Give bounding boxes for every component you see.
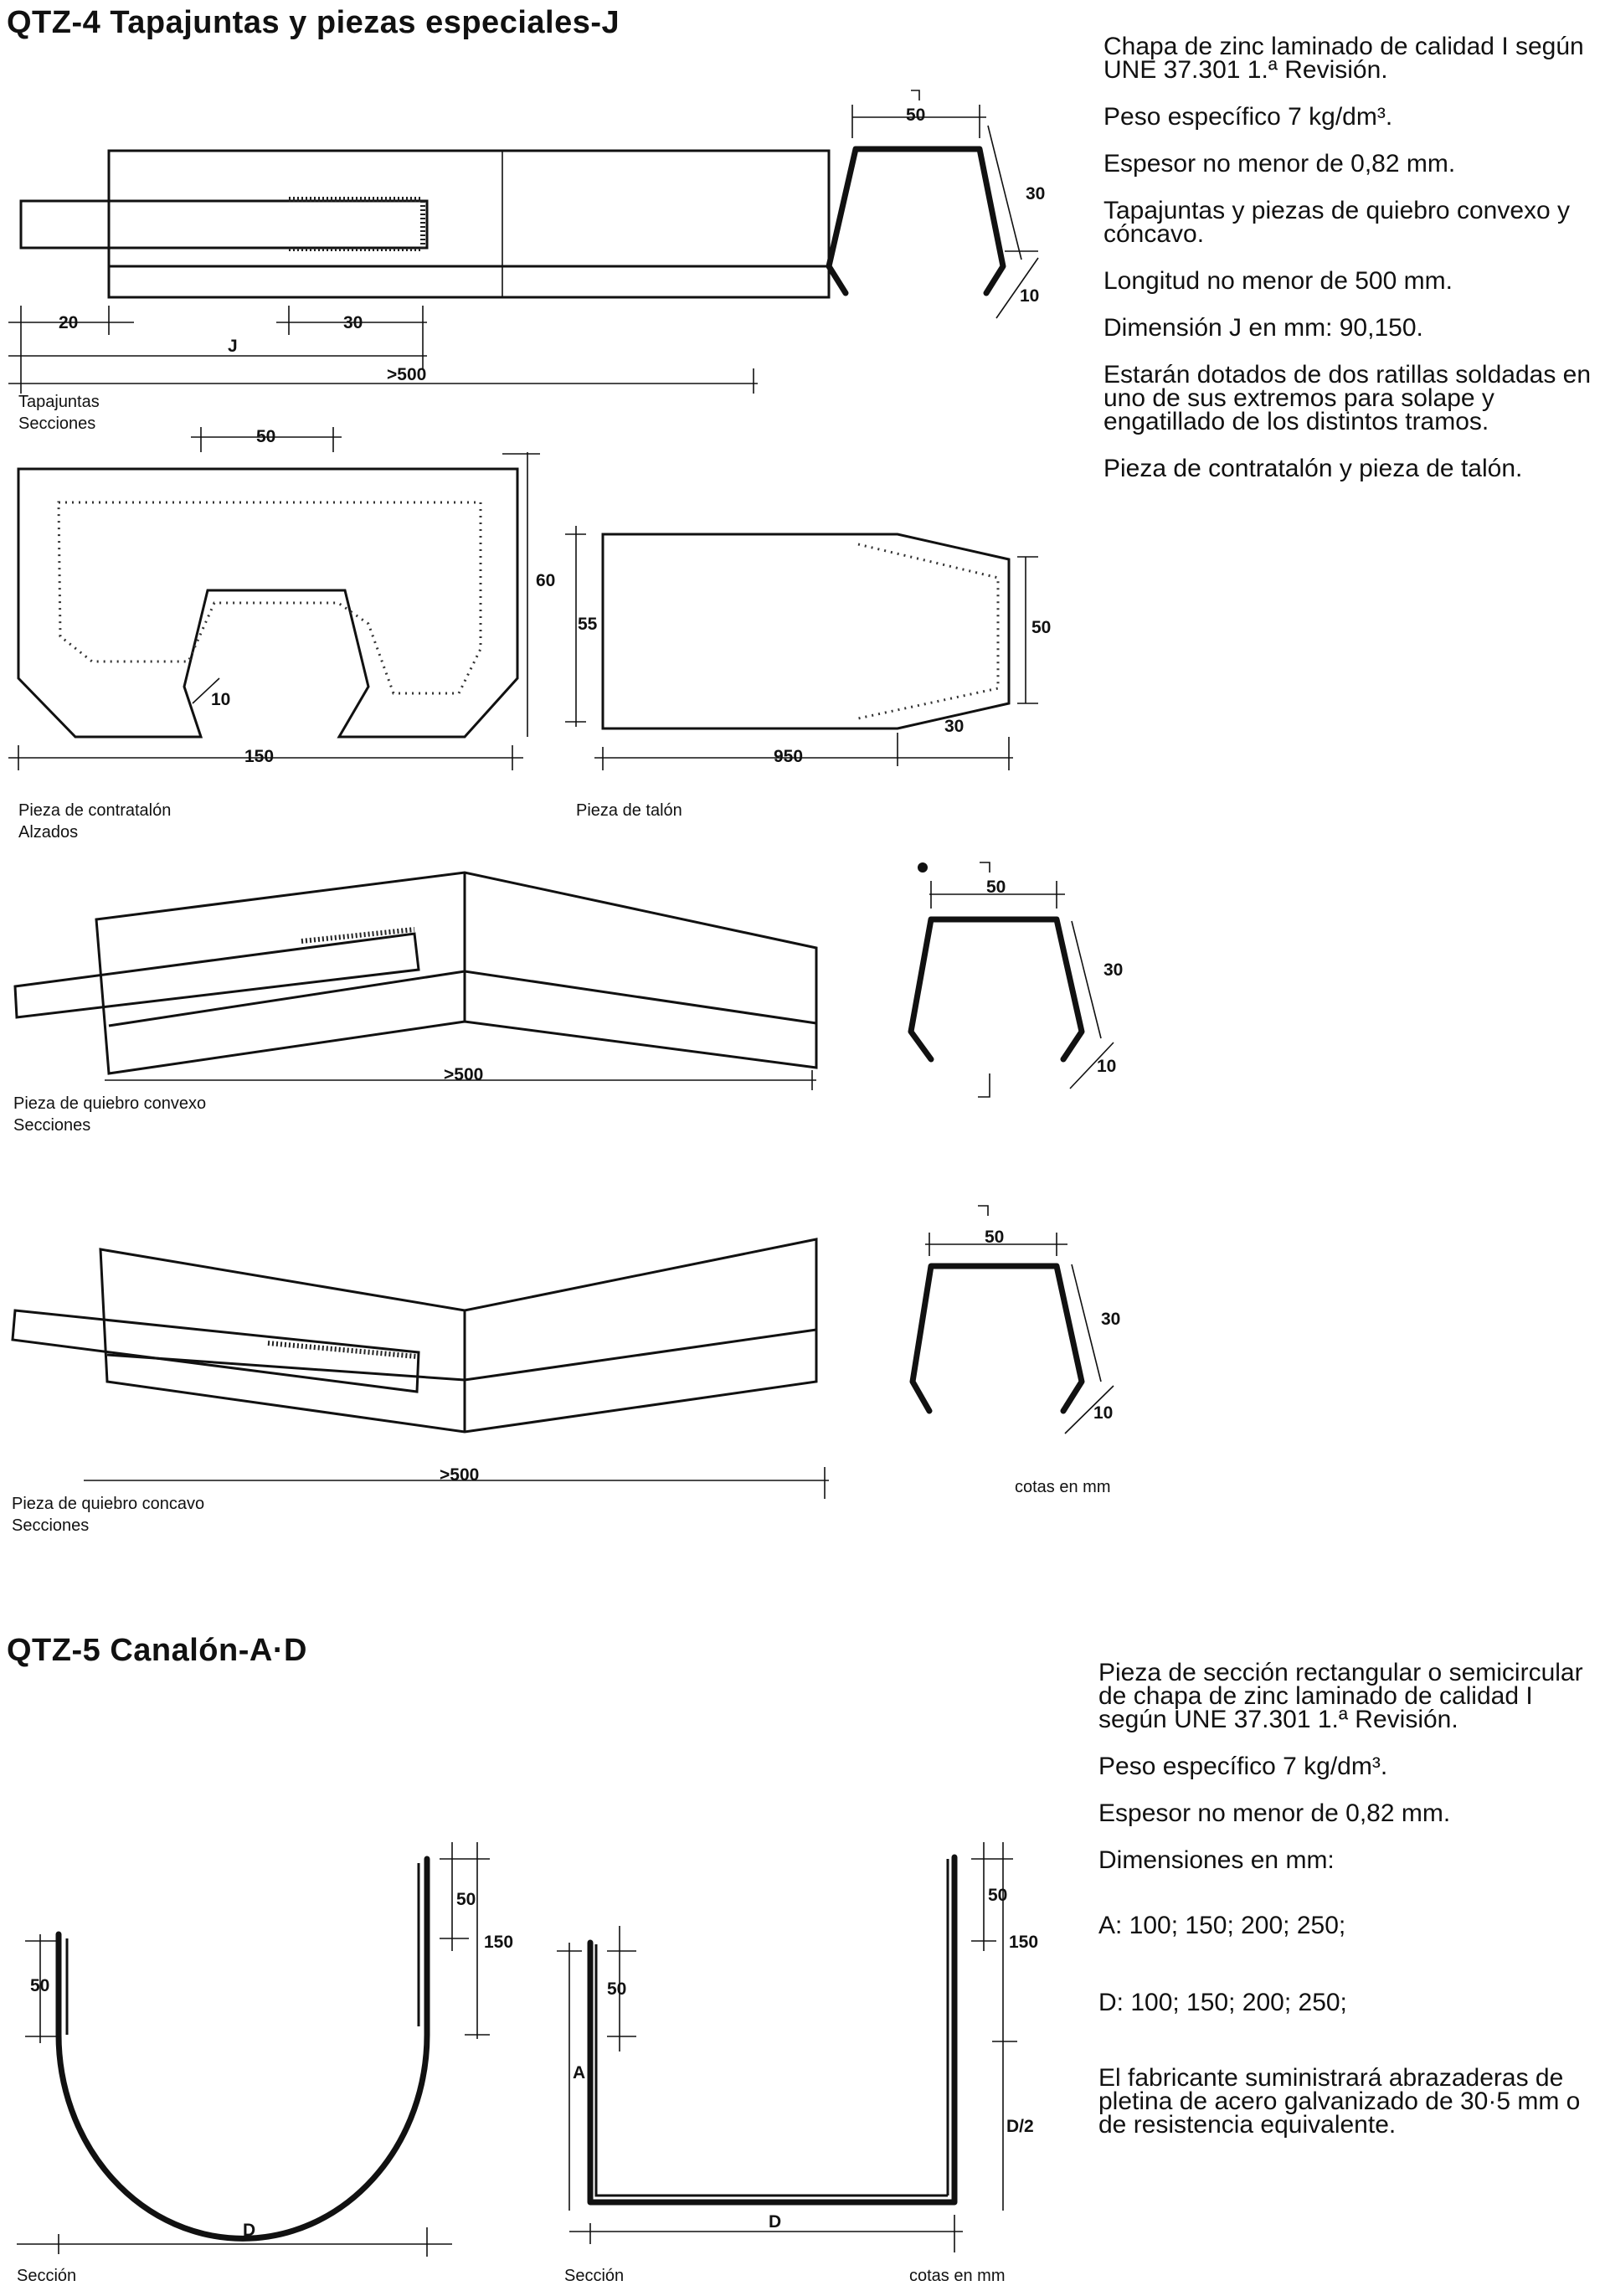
caption-talon: Pieza de talón xyxy=(576,801,682,820)
dim-50-rect-right: 50 xyxy=(988,1886,1007,1905)
dim-10-section-1: 10 xyxy=(1020,286,1039,306)
qtz4-spec-line-3: Espesor no menor de 0,82 mm. xyxy=(1103,150,1456,178)
caption-cotas-1: cotas en mm xyxy=(1015,1478,1111,1496)
dim-50-section-2: 50 xyxy=(986,878,1006,897)
dim-150-u: 150 xyxy=(484,1933,513,1952)
dim-50-section-1: 50 xyxy=(906,106,925,125)
dim-30-section-1: 30 xyxy=(1026,184,1045,203)
rectangular-section xyxy=(557,1842,1017,2252)
dim-20: 20 xyxy=(59,313,78,332)
dim-30-talon: 30 xyxy=(944,717,964,736)
dim-30-tapajuntas: 30 xyxy=(343,313,363,332)
qtz4-spec-line-6: Dimensión J en mm: 90,150. xyxy=(1103,314,1423,342)
convexo-view xyxy=(13,871,818,1090)
qtz5-spec-line-3: Espesor no menor de 0,82 mm. xyxy=(1098,1799,1451,1827)
dim-d-rect: D xyxy=(769,2212,781,2232)
dim-d-u: D xyxy=(243,2221,255,2240)
qtz4-spec-line-4: Tapajuntas y piezas de quiebro convexo y… xyxy=(1103,197,1571,248)
caption-seccion-u: Sección xyxy=(17,2267,77,2285)
qtz5-spec-line-5: A: 100; 150; 200; 250; xyxy=(1098,1912,1346,1939)
tapajuntas-view xyxy=(8,149,831,394)
dim-50-contratalon: 50 xyxy=(256,427,275,446)
caption-secciones-1: Secciones xyxy=(18,414,96,433)
qtz5-spec: Pieza de sección rectangular o semicircu… xyxy=(1098,1638,1597,2160)
dim-10-section-2: 10 xyxy=(1097,1057,1116,1076)
dim-55: 55 xyxy=(578,615,598,634)
qtz4-spec-line-2: Peso específico 7 kg/dm³. xyxy=(1103,103,1393,131)
caption-convexo: Pieza de quiebro convexo xyxy=(13,1094,207,1113)
dim-d-half: D/2 xyxy=(1006,2117,1034,2136)
qtz4-spec-line-1: Chapa de zinc laminado de calidad I segú… xyxy=(1103,33,1584,84)
qtz5-spec-line-1: Pieza de sección rectangular o semicircu… xyxy=(1098,1659,1583,1733)
caption-seccion-rect: Sección xyxy=(564,2267,625,2285)
section-profile-2 xyxy=(908,862,1114,1098)
dim-a: A xyxy=(573,2063,585,2082)
caption-tapajuntas: Tapajuntas xyxy=(18,393,100,411)
dim-60: 60 xyxy=(536,571,555,590)
dim-500-tapajuntas: >500 xyxy=(387,365,426,384)
caption-secciones-3: Secciones xyxy=(12,1516,90,1535)
dim-150-rect: 150 xyxy=(1009,1933,1038,1952)
dim-50-section-3: 50 xyxy=(985,1228,1004,1247)
dim-30-section-2: 30 xyxy=(1103,960,1123,980)
talon-view xyxy=(565,526,1038,770)
qtz4-spec: Chapa de zinc laminado de calidad I segú… xyxy=(1103,12,1597,504)
dim-950: 950 xyxy=(774,747,803,766)
qtz4-spec-line-5: Longitud no menor de 500 mm. xyxy=(1103,267,1453,295)
semicircular-section xyxy=(17,1842,490,2257)
section-profile-1 xyxy=(826,90,1039,319)
dim-50-talon: 50 xyxy=(1031,618,1051,637)
qtz5-title: QTZ-5 Canalón-A·D xyxy=(7,1633,307,1668)
section-profile-3 xyxy=(909,1205,1114,1434)
dim-500-concavo: >500 xyxy=(440,1465,479,1485)
dim-50-u-left: 50 xyxy=(30,1976,49,1995)
caption-contratalon: Pieza de contratalón xyxy=(18,801,172,820)
dim-j: J xyxy=(228,337,238,356)
qtz4-spec-line-7: Estarán dotados de dos ratillas soldadas… xyxy=(1103,361,1592,435)
qtz5-spec-line-2: Peso específico 7 kg/dm³. xyxy=(1098,1753,1388,1780)
caption-alzados: Alzados xyxy=(18,823,79,842)
dim-150: 150 xyxy=(244,747,274,766)
dim-30-section-3: 30 xyxy=(1101,1310,1120,1329)
dim-10-section-3: 10 xyxy=(1093,1403,1113,1423)
caption-concavo: Pieza de quiebro concavo xyxy=(12,1495,205,1513)
qtz4-spec-line-8: Pieza de contratalón y pieza de talón. xyxy=(1103,455,1523,482)
caption-cotas-2: cotas en mm xyxy=(909,2267,1006,2285)
dim-50-u-right: 50 xyxy=(456,1890,476,1909)
qtz5-spec-line-7: El fabricante suministrará abrazaderas d… xyxy=(1098,2064,1581,2139)
qtz4-title: QTZ-4 Tapajuntas y piezas especiales-J xyxy=(7,5,620,40)
dim-10-contratalon: 10 xyxy=(211,690,230,709)
qtz5-spec-line-6: D: 100; 150; 200; 250; xyxy=(1098,1989,1347,2016)
dim-50-rect-left: 50 xyxy=(607,1979,626,1999)
concavo-view xyxy=(11,1238,829,1499)
dim-500-convexo: >500 xyxy=(444,1065,483,1084)
contratalon-view xyxy=(8,427,540,770)
caption-secciones-2: Secciones xyxy=(13,1116,91,1135)
qtz5-spec-line-4: Dimensiones en mm: xyxy=(1098,1846,1335,1874)
